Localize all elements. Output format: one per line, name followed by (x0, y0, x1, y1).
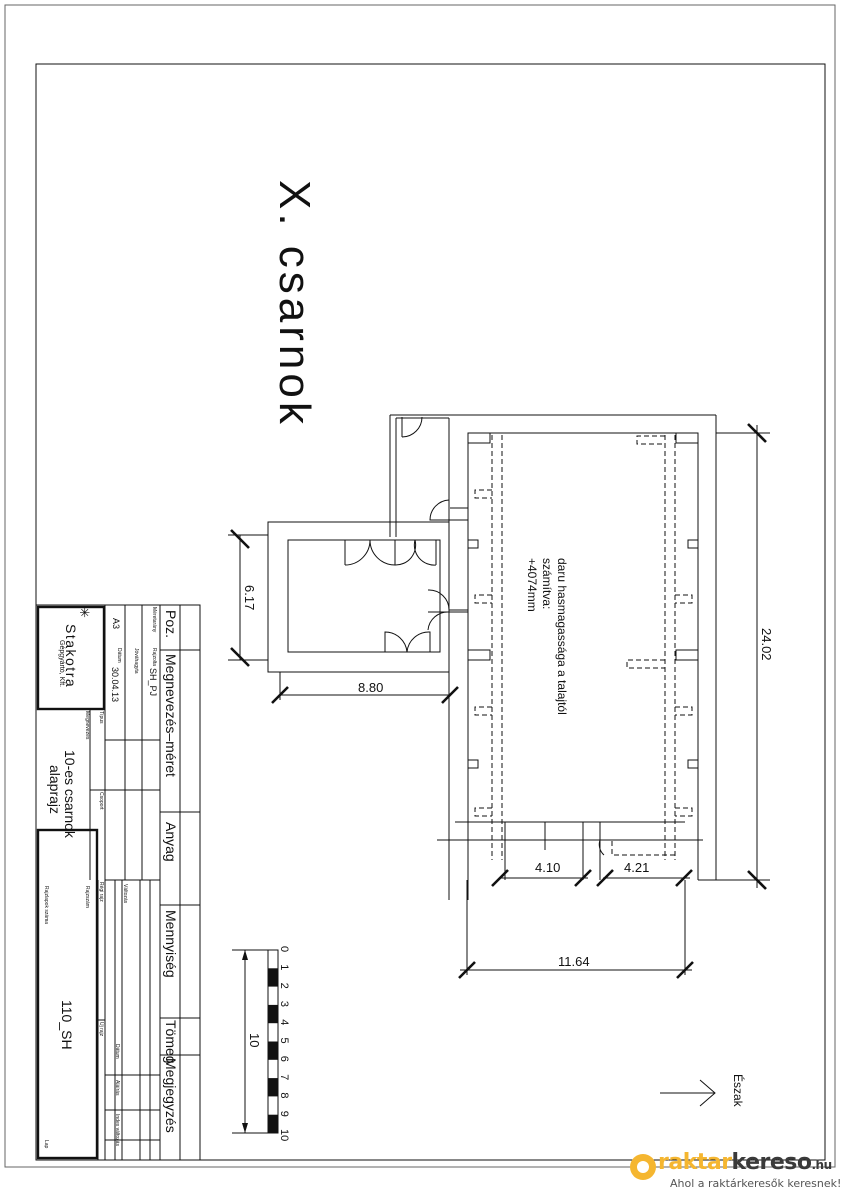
scale-bar-label: 3 (278, 1001, 290, 1007)
header-megnevezes-meret: Megnevezés–méret (163, 654, 179, 777)
dimension-label: 8.80 (358, 680, 383, 695)
crane-note-line1: daru hasmagassága a talajtól (555, 558, 569, 715)
sheet-border (4, 4, 836, 1168)
dimension-4-10: 4.10 (491, 860, 592, 887)
dimension-label: 6.17 (242, 585, 257, 610)
valtozas-label: Változás (122, 884, 128, 904)
datum2-label: Dátum (114, 1044, 120, 1059)
scale-bar-label: 5 (278, 1038, 290, 1044)
scale-bar-label: 8 (278, 1092, 290, 1098)
header-mennyiseg: Mennyiség (163, 910, 179, 978)
uj-rajz-label: Új rajz (98, 1022, 105, 1037)
lap-label: Lap (43, 1140, 49, 1149)
company-subname: Gépgyártó, Kft. (58, 640, 65, 687)
hall-title: X. csarnok (270, 180, 319, 428)
csoport-label: Csoport (98, 792, 104, 810)
drawing-title-line1: 10-es csarnok (62, 750, 78, 839)
dimension-4-21: 4.21 (596, 860, 693, 887)
index-valtozas-label: Index változás (114, 1114, 120, 1146)
brand-part-c: .hu (811, 1158, 833, 1172)
header-tomeg: Tömeg (163, 1020, 179, 1064)
dimension-24-02: 24.02 (747, 423, 774, 890)
header-poz: Poz. (163, 610, 179, 638)
dimension-8-80: 8.80 (271, 672, 459, 704)
title-block: Poz. Megnevezés–méret Anyag Mennyiség Tö… (35, 604, 201, 1161)
watermark-logo: raktarkereso.hu Ahol a raktárkeresők ker… (630, 1150, 842, 1191)
scale-bar-label: 1 (278, 964, 290, 970)
company-logo-icon: ✳ (77, 607, 92, 618)
scale-bar-segment (268, 1004, 278, 1024)
scale-bar-label: 0 (278, 946, 290, 952)
dimension-label: 24.02 (759, 628, 774, 661)
megnevezes-label: Megnevezés (84, 711, 90, 740)
scale-bar-label: 10 (278, 1129, 290, 1141)
header-megjegyzes: Megjegyzés (163, 1058, 179, 1133)
tipus-label: Típus (98, 711, 104, 724)
jovahagyta-label: Jóváhagyta (133, 648, 139, 674)
scale-bar-dimension: 10 (247, 1033, 262, 1047)
north-label: Észak (731, 1074, 746, 1108)
crane-note-line2: számítva: (540, 558, 554, 609)
crane-note-line3: +4074mm (525, 558, 539, 612)
rajzlapok-label: Rajzlapok száma (43, 886, 49, 924)
datum-label: Dátum (116, 648, 122, 663)
drawing-number-box (36, 828, 99, 1160)
meretarany-value: A3 (111, 618, 121, 629)
drawing-title-line2: alaprajz (47, 765, 63, 814)
rajzolta-value: SH_PJ (148, 668, 158, 696)
brand-part-b: kereso (731, 1150, 812, 1175)
left-room (267, 521, 468, 673)
scale-bar-segment (268, 1114, 278, 1133)
scale-bar-label: 2 (278, 983, 290, 989)
scale-bar-label: 9 (278, 1111, 290, 1117)
dimension-label: 4.10 (535, 860, 560, 875)
regi-rajz-label: Régi rajz (98, 882, 104, 902)
datum-value: 30.04.13 (110, 667, 120, 702)
scale-bar-segment (268, 968, 278, 987)
scale-bar-label: 7 (278, 1074, 290, 1080)
rajzolta-label: Rajzolta (151, 648, 157, 666)
rajzszam-label: Rajzszám (84, 886, 90, 908)
company-name: Stakotra (63, 624, 79, 688)
dimension-label: 11.64 (558, 954, 590, 969)
watermark-brand: raktarkereso.hu (658, 1150, 832, 1175)
scale-bar-segment (268, 1078, 278, 1097)
header-anyag: Anyag (163, 822, 179, 862)
dimension-11-64: 11.64 (458, 880, 694, 979)
scale-bar: 10 0 1 2 3 4 5 6 7 8 9 10 (232, 946, 290, 1141)
scale-bar-label: 6 (278, 1056, 290, 1062)
alairas-label: Aláírás (114, 1080, 120, 1096)
company-logo-box (36, 605, 106, 711)
scale-bar-label: 4 (278, 1019, 290, 1025)
dimension-6-17: 6.17 (228, 529, 268, 667)
watermark-tagline: Ahol a raktárkeresők keresnek! (670, 1177, 842, 1190)
meretarany-label: Méretarány (151, 607, 157, 633)
annex-room (389, 414, 716, 537)
main-hall (437, 415, 770, 900)
dimension-label: 4.21 (624, 860, 649, 875)
brand-part-a: raktar (658, 1150, 732, 1175)
drawing-number: 110_SH (59, 1000, 75, 1050)
location-pin-icon (630, 1154, 656, 1180)
north-arrow: Észak (660, 1074, 746, 1108)
scale-bar-segment (268, 1041, 278, 1060)
